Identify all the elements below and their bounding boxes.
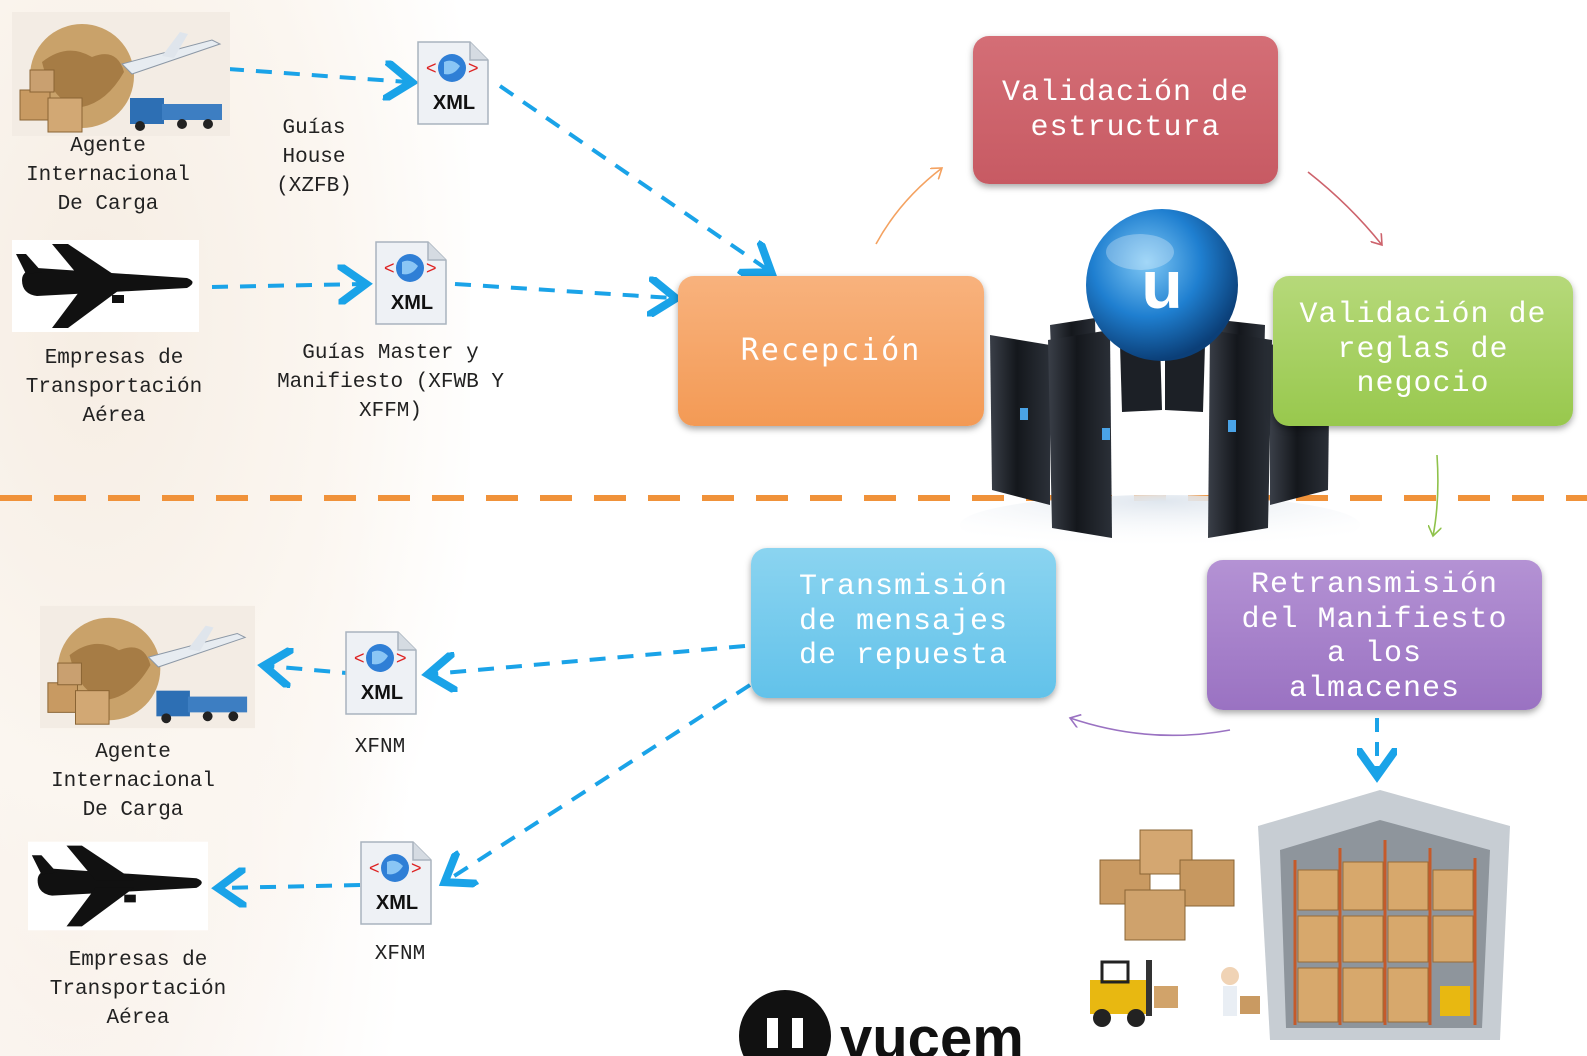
arrow-transmision-to-xfnm-1 [432, 644, 746, 674]
arrow-xfnm-2-to-airline [222, 885, 361, 888]
xml-file-icon-master: < > XML [375, 241, 447, 325]
airplane-icon-bottom [28, 841, 208, 931]
top-airline-label: Empresas de Transportación Aérea [25, 347, 203, 428]
arrow-reglas-to-retransmision [1433, 454, 1438, 536]
cargo-agent-icon-bottom [40, 605, 255, 729]
xml-file-icon-xfnm-1: < > XML [345, 631, 417, 715]
validacion-reglas-label: Validación de reglas de negocio [1299, 298, 1547, 401]
svg-text:>: > [426, 258, 437, 278]
arrow-transmision-to-xfnm-2 [448, 683, 752, 880]
arrow-retransmision-to-transmision [1070, 718, 1231, 737]
validacion-reglas-box: Validación de reglas de negocio [1273, 276, 1573, 426]
vucem-logo [739, 990, 831, 1056]
warehouse-icon [1090, 790, 1510, 1040]
transmision-box: Transmisión de mensajes de repuesta [751, 548, 1056, 698]
xfnm-label-2: XFNM [374, 943, 426, 966]
svg-text:<: < [369, 858, 380, 878]
retransmision-label: Retransmisión del Manifiesto a los almac… [1241, 568, 1508, 706]
xml-badge: XML [433, 92, 475, 114]
svg-text:>: > [468, 58, 479, 78]
svg-text:>: > [411, 858, 422, 878]
xfnm-label-1: XFNM [354, 736, 406, 759]
bottom-agent-label: Agente Internacional De Carga [51, 741, 215, 822]
xml-badge: XML [391, 292, 433, 314]
validacion-estructura-box: Validación de estructura [973, 36, 1278, 184]
arrow-house-xml-to-recepcion [498, 84, 768, 270]
arrow-xfnm-1-to-agent [268, 666, 359, 674]
svg-text:<: < [384, 258, 395, 278]
svg-text:>: > [396, 648, 407, 668]
cargo-agent-icon [12, 12, 230, 136]
arrow-validacion-estructura-to-reglas [1307, 171, 1382, 245]
arrow-recepcion-to-validacion-estructura [875, 168, 942, 245]
svg-text:<: < [426, 58, 437, 78]
server-logo-letter: u [1141, 247, 1183, 323]
arrow-airline-to-master-xml [211, 284, 362, 287]
airplane-icon [12, 240, 199, 332]
xml-file-icon-house: < > XML [417, 41, 489, 125]
vucem-logo-text: vucem [840, 1006, 1024, 1056]
retransmision-box: Retransmisión del Manifiesto a los almac… [1207, 560, 1542, 710]
xml-badge: XML [361, 682, 403, 704]
arrow-agent-to-house-xml [227, 69, 408, 82]
arrow-master-xml-to-recepcion [454, 284, 672, 298]
xml-file-icon-xfnm-2: < > XML [360, 841, 432, 925]
xml-badge: XML [376, 892, 418, 914]
master-doc-label: Guías Master y Manifiesto (XFWB Y XFFM) [277, 342, 504, 423]
recepcion-box: Recepción [678, 276, 984, 426]
top-agent-label: Agente Internacional De Carga [26, 135, 190, 216]
validacion-estructura-label: Validación de estructura [1001, 76, 1250, 145]
recepcion-label: Recepción [740, 332, 922, 368]
bottom-airline-label: Empresas de Transportación Aérea [49, 949, 227, 1030]
transmision-label: Transmisión de mensajes de repuesta [798, 570, 1009, 673]
svg-text:<: < [354, 648, 365, 668]
house-doc-label: Guías House (XZFB) [276, 117, 352, 198]
